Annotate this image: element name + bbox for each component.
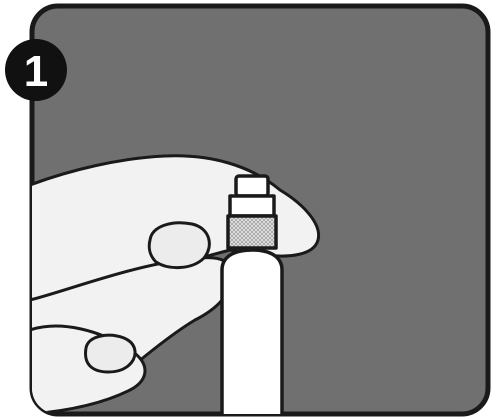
- step-number-label: 1: [24, 47, 48, 96]
- index-fingernail: [149, 223, 209, 268]
- thumbnail: [85, 335, 135, 372]
- step-number-badge: 1: [5, 39, 67, 101]
- cap-top: [236, 176, 268, 196]
- cap-neck: [230, 196, 274, 216]
- mesh-band: [228, 216, 276, 248]
- bottle-body: [222, 250, 282, 419]
- bottle-cap: [228, 176, 276, 248]
